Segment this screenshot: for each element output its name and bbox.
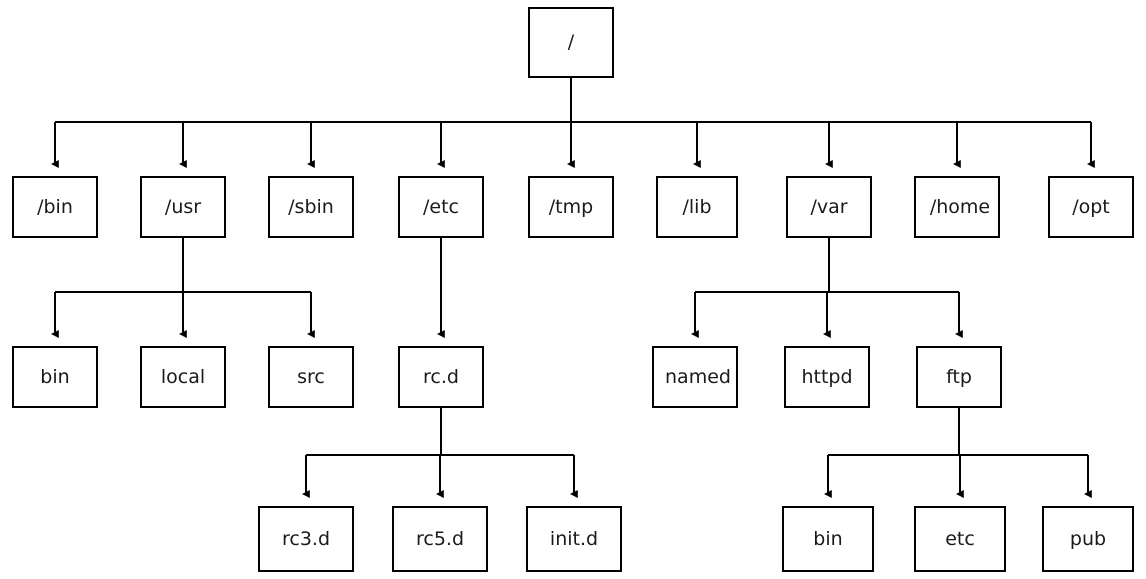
node-root[interactable]: / [528, 7, 614, 78]
node-tmp[interactable]: /tmp [528, 176, 614, 238]
node-var[interactable]: /var [786, 176, 872, 238]
node-named[interactable]: named [652, 346, 738, 408]
node-lib[interactable]: /lib [656, 176, 738, 238]
node-src[interactable]: src [268, 346, 354, 408]
node-rcd[interactable]: rc.d [398, 346, 484, 408]
node-label: /usr [164, 195, 202, 218]
node-bin1[interactable]: /bin [12, 176, 98, 238]
node-sbin[interactable]: /sbin [268, 176, 354, 238]
node-label: /sbin [288, 195, 334, 218]
node-label: /home [929, 197, 991, 217]
node-label: rc.d [423, 365, 459, 388]
node-ftppub[interactable]: pub [1042, 506, 1134, 572]
node-label: etc [945, 527, 975, 550]
node-label: bin [813, 527, 843, 550]
node-label: /lib [682, 195, 712, 218]
node-label: httpd [801, 365, 853, 388]
node-opt[interactable]: /opt [1048, 176, 1134, 238]
node-rc3d[interactable]: rc3.d [258, 506, 354, 572]
node-label: init.d [549, 527, 599, 550]
node-ftpetc[interactable]: etc [914, 506, 1006, 572]
node-label: local [160, 365, 206, 388]
node-label: ftp [946, 365, 972, 388]
node-label: / [567, 31, 575, 53]
node-rc5d[interactable]: rc5.d [392, 506, 488, 572]
node-label: named [665, 367, 731, 387]
node-home[interactable]: /home [914, 176, 1000, 238]
node-local[interactable]: local [140, 346, 226, 408]
node-label: rc3.d [281, 527, 331, 550]
node-label: rc5.d [415, 527, 465, 550]
node-ftpbin[interactable]: bin [782, 506, 874, 572]
node-label: src [297, 365, 325, 388]
node-label: /bin [37, 195, 73, 218]
node-usrbin[interactable]: bin [12, 346, 98, 408]
node-label: /opt [1072, 195, 1110, 218]
node-label: bin [40, 365, 70, 388]
node-ftp[interactable]: ftp [916, 346, 1002, 408]
node-label: /var [810, 195, 848, 218]
node-label: /etc [423, 195, 459, 218]
node-initd[interactable]: init.d [526, 506, 622, 572]
node-label: /tmp [548, 195, 594, 218]
node-etc1[interactable]: /etc [398, 176, 484, 238]
node-usr[interactable]: /usr [140, 176, 226, 238]
node-httpd[interactable]: httpd [784, 346, 870, 408]
node-label: pub [1069, 527, 1107, 550]
